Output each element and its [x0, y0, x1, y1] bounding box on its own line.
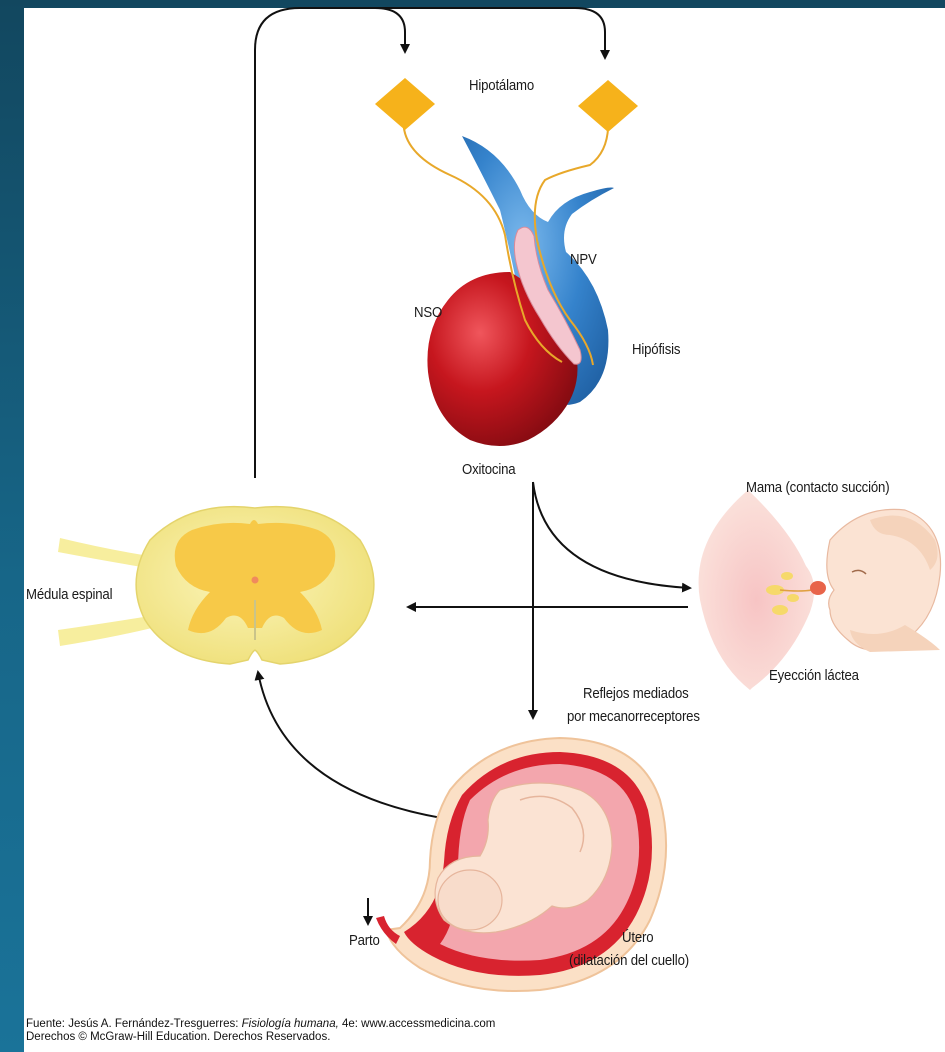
right-nucleus-diamond	[578, 80, 638, 132]
birth-label: Parto	[349, 932, 380, 949]
left-nucleus-diamond	[375, 78, 435, 130]
milk-ejection-label: Eyección láctea	[769, 667, 859, 684]
pituitary-gland	[403, 110, 614, 446]
oxytocin-to-breast-arrow	[533, 482, 690, 588]
breast-label: Mama (contacto succión)	[746, 479, 889, 496]
pituitary-label: Hipófisis	[632, 341, 680, 358]
credit-book-title: Fisiología humana,	[242, 1018, 339, 1030]
credit-line-1: Fuente: Jesús A. Fernández-Tresguerres: …	[26, 1018, 941, 1031]
spinal-cord-label: Médula espinal	[26, 586, 112, 603]
credit-prefix: Fuente: Jesús A. Fernández-Tresguerres:	[26, 1018, 242, 1030]
oxytocin-label: Oxitocina	[462, 461, 515, 478]
nso-label: NSO	[414, 304, 442, 321]
hypothalamus-label: Hipotálamo	[469, 77, 534, 94]
uterus-to-spinal-arrow	[258, 672, 442, 818]
source-credit: Fuente: Jesús A. Fernández-Tresguerres: …	[26, 1018, 941, 1044]
uterus-label-line1: Útero	[622, 929, 653, 946]
npv-label: NPV	[570, 251, 597, 268]
breastfeeding-illustration	[699, 490, 941, 690]
uterus-label-line2: (dilatación del cuello)	[569, 952, 689, 969]
reflex-label-line2: por mecanorreceptores	[567, 708, 700, 725]
credit-suffix: 4e: www.accessmedicina.com	[339, 1018, 496, 1030]
credit-line-2: Derechos © McGraw-Hill Education. Derech…	[26, 1031, 941, 1044]
reflex-label-line1: Reflejos mediados	[583, 685, 689, 702]
